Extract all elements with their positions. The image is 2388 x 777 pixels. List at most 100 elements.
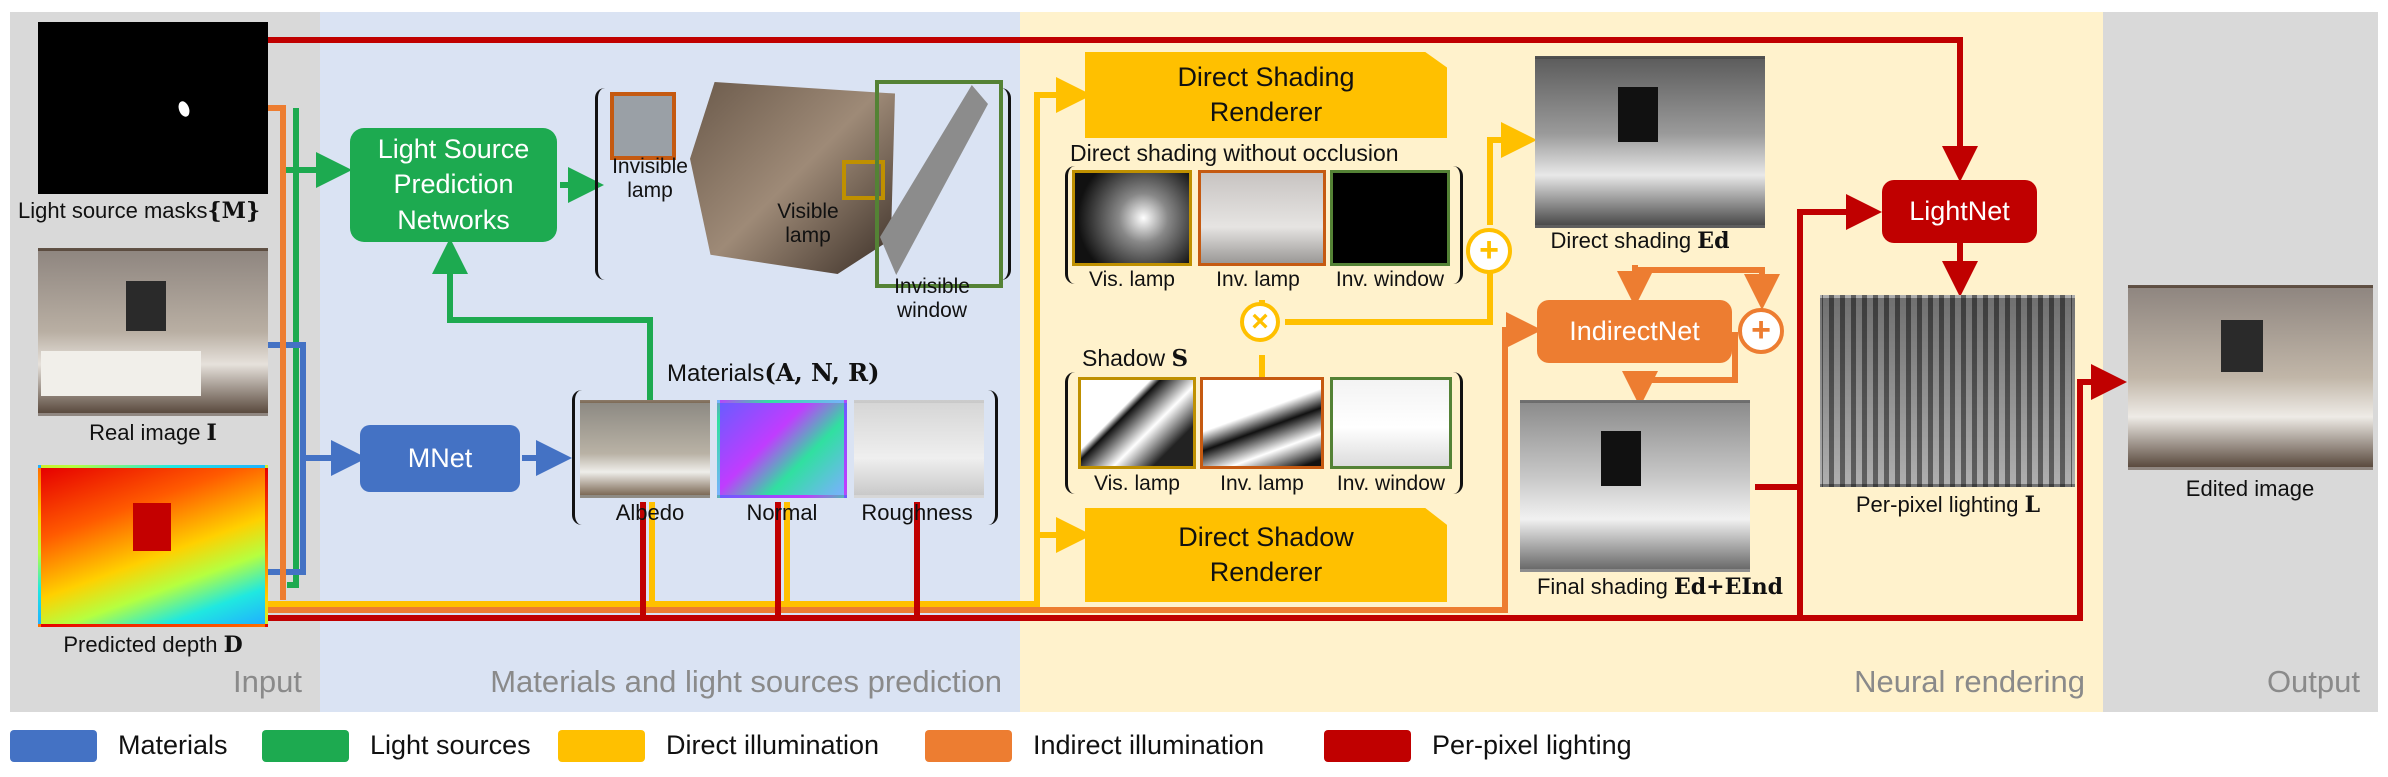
materials-title-symbol: (A, N, R): [764, 358, 880, 387]
roughness-image: [854, 400, 984, 498]
invisible-window-label: Invisible window: [894, 275, 970, 322]
mask-blob: [176, 99, 192, 119]
invisible-lamp-box: [610, 92, 676, 160]
shadow-title-symbol: S: [1171, 345, 1189, 372]
depth-label-text: Predicted depth: [63, 632, 218, 657]
legend-label-light-sources: Light sources: [370, 730, 531, 760]
lspn-label: Light Source Prediction Networks: [377, 134, 530, 235]
shadow-item-1: Vis. lamp: [1094, 472, 1180, 495]
light-source-mask-image: [38, 22, 268, 194]
shadow-item-2: Inv. lamp: [1220, 472, 1304, 495]
per-pixel-lighting-label-text: Per-pixel lighting: [1855, 492, 2019, 517]
legend-swatch-materials: [10, 730, 97, 762]
shading-inv-lamp-image: [1198, 170, 1326, 266]
input-section-label: Input: [233, 664, 302, 699]
visible-lamp-box: [842, 160, 885, 200]
final-shading-label: Final shading Ed+EInd: [1537, 574, 1783, 600]
direct-shading-renderer: Direct Shading Renderer: [1085, 52, 1447, 138]
final-shading-window: [1601, 431, 1641, 486]
invisible-lamp-label: Invisible lamp: [612, 155, 688, 202]
direct-shadow-renderer: Direct Shadow Renderer: [1085, 508, 1447, 602]
shadow-inv-lamp-image: [1200, 377, 1324, 469]
legend-swatch-direct-illumination: [558, 730, 645, 762]
legend-label-materials: Materials: [118, 730, 228, 760]
shadow-title-text: Shadow: [1082, 345, 1166, 371]
shadow-item-3: Inv. window: [1336, 472, 1446, 495]
shading-item-3: Inv. window: [1335, 268, 1445, 291]
legend-label-indirect-illumination: Indirect illumination: [1033, 730, 1265, 760]
shading-vis-lamp-image: [1072, 170, 1192, 266]
per-pixel-lighting-image: [1820, 295, 2075, 487]
shading-bracket: [1065, 166, 1463, 284]
real-image-label-symbol: I: [206, 420, 217, 446]
shading-item-2: Inv. lamp: [1216, 268, 1300, 291]
neural-rendering-section-label: Neural rendering: [1854, 664, 2085, 699]
legend-label-direct-illumination: Direct illumination: [666, 730, 880, 760]
legend-label-per-pixel-lighting: Per-pixel lighting: [1432, 730, 1632, 760]
predicted-depth-image: [38, 465, 268, 627]
real-image-window: [126, 281, 166, 331]
masks-label-text: Light source masks: [18, 198, 208, 223]
materials-title-text: Materials: [667, 360, 765, 387]
scene-3d-render: [690, 82, 895, 274]
direct-shading-label-text: Direct shading: [1550, 228, 1692, 253]
albedo-label: Albedo: [615, 500, 685, 525]
final-shading-label-symbol: Ed+EInd: [1673, 574, 1784, 600]
add-icon-direct: +: [1466, 228, 1512, 274]
direct-shading-title: Direct shading without occlusion: [1070, 140, 1399, 166]
depth-window: [133, 503, 171, 551]
albedo-image: [580, 400, 710, 498]
mnet-box: MNet: [360, 425, 520, 492]
real-image-label-text: Real image: [89, 420, 201, 445]
depth-label: Predicted depth D: [63, 632, 242, 658]
legend-swatch-light-sources: [262, 730, 349, 762]
real-image-label: Real image I: [89, 420, 217, 446]
normal-image: [717, 400, 847, 498]
direct-shading-image: [1535, 56, 1765, 228]
indirectnet-box: IndirectNet: [1537, 300, 1732, 363]
shadow-inv-window-image: [1330, 377, 1452, 469]
masks-label: Light source masks{M}: [18, 198, 260, 224]
per-pixel-lighting-label-symbol: L: [2024, 492, 2041, 518]
shading-inv-window-image: [1330, 170, 1450, 266]
indirectnet-label: IndirectNet: [1569, 315, 1700, 346]
materials-section-label: Materials and light sources prediction: [490, 664, 1002, 699]
roughness-label: Roughness: [861, 500, 973, 525]
per-pixel-lighting-label: Per-pixel lighting L: [1856, 492, 2040, 518]
edited-image-label: Edited image: [2185, 476, 2315, 501]
invisible-window-box: [875, 80, 1003, 288]
shading-item-1: Vis. lamp: [1089, 268, 1175, 291]
shadow-vis-lamp-image: [1078, 377, 1196, 469]
direct-shading-renderer-label: Direct Shading Renderer: [1177, 61, 1355, 127]
depth-label-symbol: D: [223, 632, 243, 658]
direct-shading-label: Direct shading Ed: [1551, 228, 1730, 254]
materials-bracket: [572, 390, 998, 525]
mnet-label: MNet: [407, 442, 473, 473]
lightnet-label: LightNet: [1909, 195, 2010, 226]
legend-swatch-per-pixel-lighting: [1324, 730, 1411, 762]
output-section-label: Output: [2266, 664, 2360, 699]
visible-lamp-label: Visible lamp: [777, 200, 839, 247]
normal-label: Normal: [746, 500, 818, 525]
real-image-bed: [41, 351, 201, 396]
direct-shading-label-symbol: Ed: [1697, 228, 1730, 254]
edited-image: [2128, 285, 2373, 470]
real-image: [38, 248, 268, 416]
shadow-bracket: [1065, 372, 1463, 494]
multiply-icon: ×: [1240, 302, 1280, 342]
edited-image-window: [2221, 320, 2263, 372]
add-icon-indirect: +: [1738, 308, 1784, 354]
lightnet-box: LightNet: [1882, 180, 2037, 243]
masks-label-symbol: {M}: [207, 198, 261, 224]
materials-title: Materials(A, N, R): [667, 358, 879, 388]
shadow-title: Shadow S: [1082, 345, 1188, 372]
final-shading-image: [1520, 400, 1750, 572]
light-source-prediction-networks: Light Source Prediction Networks: [350, 128, 557, 242]
direct-shadow-renderer-label: Direct Shadow Renderer: [1178, 521, 1354, 587]
scene-bracket: [595, 88, 1011, 280]
legend-swatch-indirect-illumination: [925, 730, 1012, 762]
direct-shading-window: [1618, 87, 1658, 142]
final-shading-label-text: Final shading: [1536, 574, 1668, 599]
